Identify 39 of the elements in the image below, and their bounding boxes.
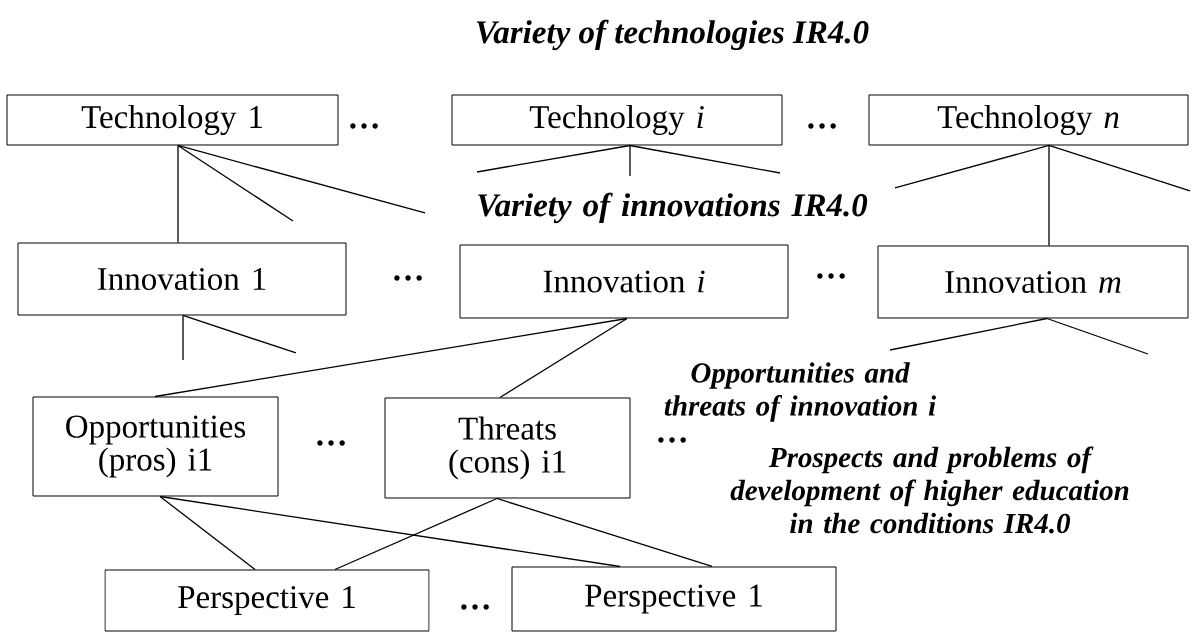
box: Innovation i xyxy=(459,244,789,319)
ellipsis: … xyxy=(317,440,345,446)
box: Perspective 1 xyxy=(511,566,837,632)
connector-line xyxy=(629,144,781,174)
ellipsis: … xyxy=(461,604,489,610)
connector-line xyxy=(334,497,498,571)
ellipsis: … xyxy=(808,123,836,129)
connector-line xyxy=(496,497,713,568)
connector-line xyxy=(182,314,184,361)
connector-line xyxy=(476,144,631,173)
heading: Variety of technologies IR4.0 xyxy=(476,19,869,51)
connector-line xyxy=(159,495,621,568)
box: Opportunities (pros) i1 xyxy=(32,396,279,497)
connector-line xyxy=(1046,317,1149,355)
box: Innovation m xyxy=(877,245,1189,319)
box: Perspective 1 xyxy=(104,569,430,632)
connector-line xyxy=(499,317,628,399)
box: Technology 1 xyxy=(6,94,339,146)
box: Threats (cons) i1 xyxy=(384,397,631,499)
connector-line xyxy=(889,317,1048,351)
connector-line xyxy=(177,144,294,222)
connector-line xyxy=(159,495,256,571)
section-heading: Variety of innovations IR4.0 xyxy=(478,192,868,224)
box: Technology n xyxy=(868,94,1189,146)
box: Technology i xyxy=(451,94,783,146)
connector-line xyxy=(154,317,628,398)
ellipsis: … xyxy=(350,123,378,129)
box: Innovation 1 xyxy=(17,242,347,316)
connector-line xyxy=(177,144,179,244)
connector-line xyxy=(177,144,426,214)
connector-line xyxy=(1048,144,1050,247)
section-heading: Opportunities and threats of innovation i xyxy=(664,362,936,422)
ellipsis: … xyxy=(817,273,845,279)
section-heading: Prospects and problems of development of higher education in the conditions IR4.0 xyxy=(730,446,1129,534)
connector-line xyxy=(182,314,297,354)
ellipsis: … xyxy=(394,275,422,281)
connector-line xyxy=(629,144,631,177)
connector-line xyxy=(894,144,1050,189)
connector-line xyxy=(1048,144,1191,192)
